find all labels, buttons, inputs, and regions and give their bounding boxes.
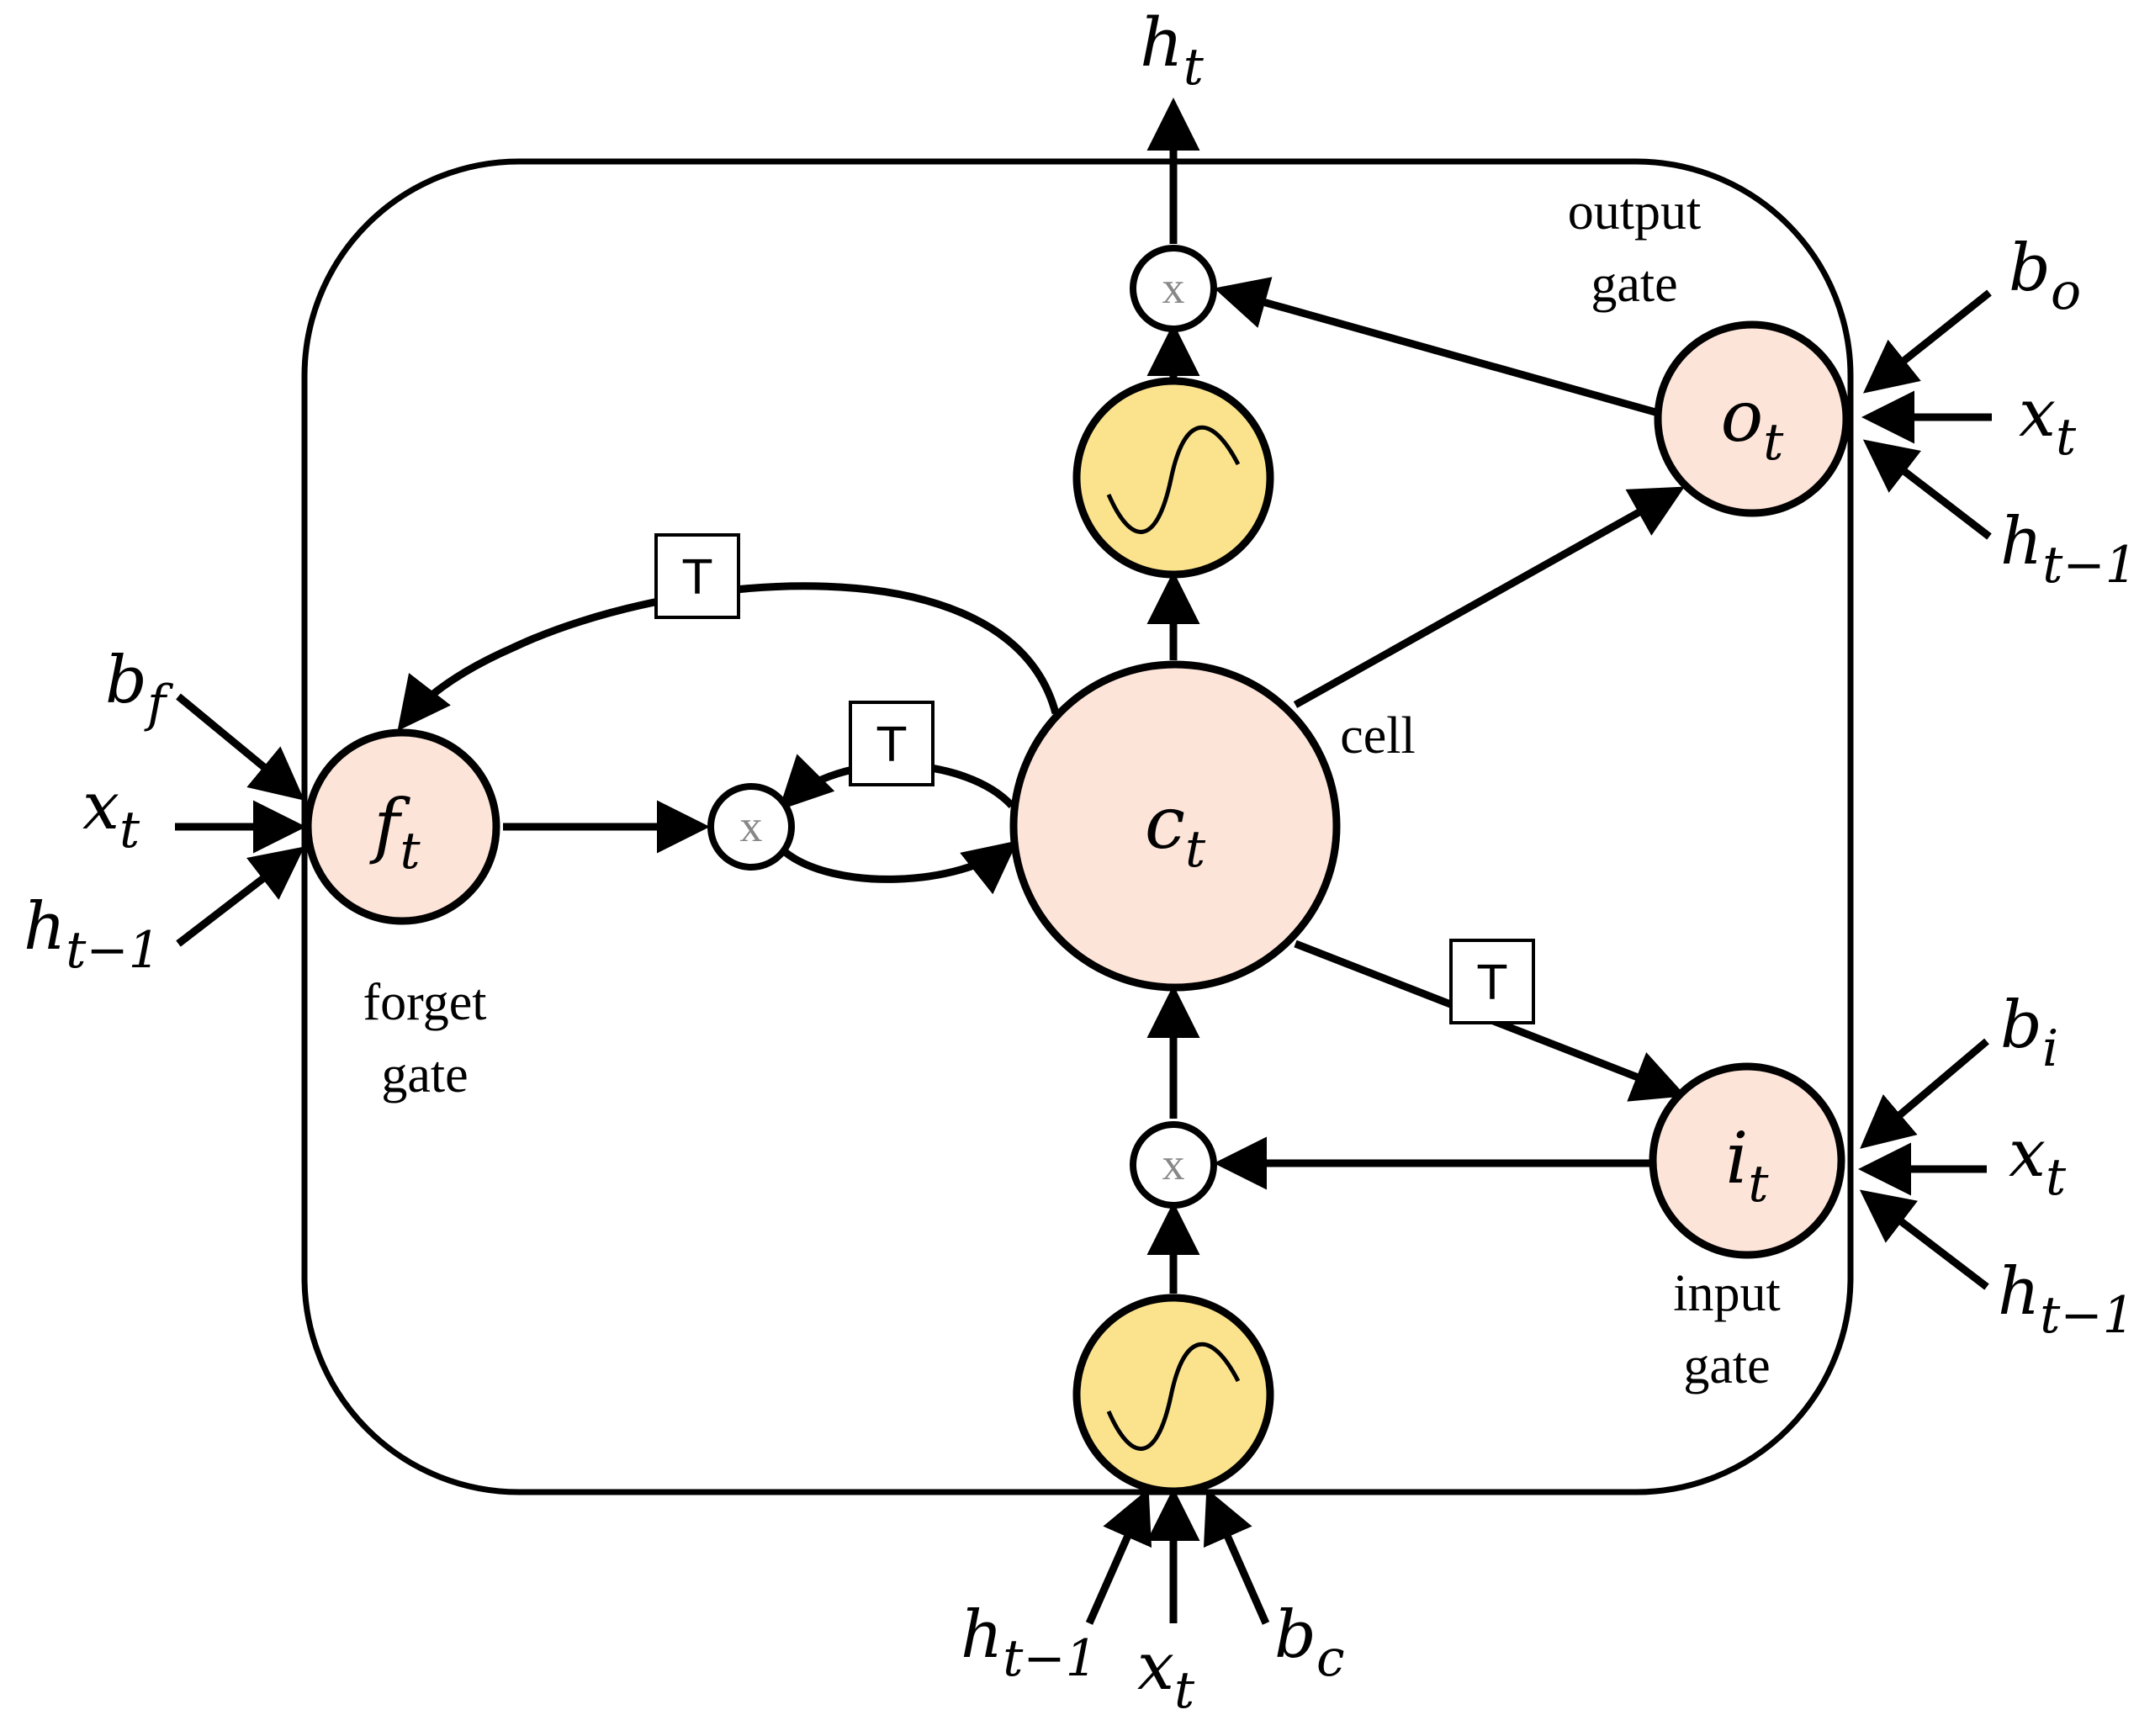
input-gate-caption-line1: input [1673, 1265, 1780, 1322]
arrow-output-gate-to-multiply [1214, 277, 1657, 416]
multiply-icon [1130, 1121, 1217, 1209]
forget-gate-caption-line1: forget [363, 974, 487, 1031]
multiply-symbol: x [1162, 1139, 1185, 1189]
output-gate-caption-line2: gate [1591, 256, 1677, 313]
multiply-symbol: x [740, 801, 763, 851]
tanh-wave-icon [1106, 1342, 1241, 1451]
input-gate-node: it [1649, 1062, 1845, 1259]
cell-caption: cell [1340, 707, 1416, 765]
input-input-label: bi [2000, 987, 2058, 1078]
multiply-icon [1130, 245, 1217, 332]
forget-input-label: ht−1 [24, 889, 161, 980]
arrow-output-bias [1862, 289, 1992, 394]
tanh-node-output [1072, 377, 1274, 579]
forget-input-label: bf [105, 643, 174, 733]
output-ht-label: ht [1140, 3, 1205, 97]
cell-state-symbol: ct [1145, 781, 1206, 879]
tanh-wave-icon [1106, 425, 1241, 534]
output-gate-node: ot [1654, 320, 1851, 517]
transpose-symbol: T [876, 718, 907, 773]
input-input-label: xt [2009, 1116, 2067, 1207]
output-input-label: bo [2009, 230, 2081, 321]
candidate-input-label: xt [1137, 1629, 1195, 1720]
candidate-input-label: bc [1274, 1597, 1345, 1688]
multiply-icon [707, 783, 795, 871]
arrow-cell-to-output-gate [1293, 486, 1685, 708]
loop-cell-to-forget-gate [397, 582, 1060, 732]
arrow-candidate-bias [1203, 1488, 1270, 1625]
loop-multiply-to-cell-lower [781, 840, 1019, 895]
input-gate-caption-line2: gate [1683, 1337, 1770, 1395]
output-input-label: xt [2019, 376, 2077, 467]
multiply-node-output: x [1130, 245, 1217, 332]
forget-input-label: xt [82, 769, 140, 860]
multiply-symbol: x [1162, 262, 1185, 313]
transpose-symbol: T [1477, 956, 1507, 1011]
arrow-forget-bias [176, 693, 304, 801]
arrow-forget-hprev [176, 846, 305, 947]
input-input-label: ht−1 [1998, 1254, 2135, 1345]
output-gate-symbol: ot [1721, 375, 1785, 472]
forget-gate-node: ft [304, 728, 500, 925]
transpose-box-icon: T [849, 701, 935, 786]
tanh-node-candidate [1072, 1294, 1274, 1495]
transpose-box-icon: T [654, 533, 740, 619]
arrow-input-bias [1860, 1038, 1989, 1149]
forget-gate-symbol: ft [368, 784, 421, 881]
output-input-label: ht−1 [2000, 504, 2137, 595]
input-gate-symbol: it [1726, 1117, 1770, 1214]
transpose-symbol: T [682, 551, 712, 606]
arrow-candidate-hprev [1085, 1488, 1152, 1625]
forget-gate-caption-line2: gate [381, 1046, 468, 1104]
cell-state-node: ct [1009, 660, 1341, 992]
arrow-input-hprev [1859, 1189, 1989, 1290]
arrow-output-hprev [1862, 439, 1992, 540]
multiply-node-forget: x [707, 783, 795, 871]
transpose-box-icon: T [1449, 939, 1535, 1024]
candidate-input-label: ht−1 [961, 1597, 1098, 1688]
multiply-node-input: x [1130, 1121, 1217, 1209]
output-gate-caption-line1: output [1568, 183, 1701, 241]
